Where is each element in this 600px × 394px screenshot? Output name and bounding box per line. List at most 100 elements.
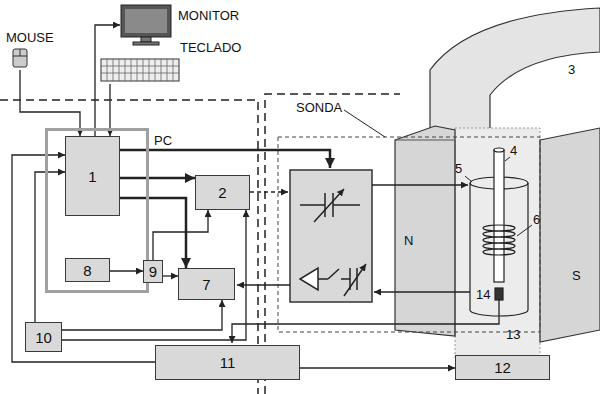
sample-coil [483,237,515,243]
keyboard-icon [131,59,132,81]
process-box: 1 [65,136,120,216]
circuit-wires [232,300,499,343]
node-label: MOUSE [6,30,54,45]
process-box: 8 [65,258,110,282]
leader-lines [344,110,532,236]
probe-circuit [314,189,344,222]
sample-coil [494,150,504,282]
probe-circuit [333,204,360,206]
keyboard-icon [155,59,156,81]
pc-group: PC18 [45,128,149,293]
box-number: 2 [218,184,226,201]
leader-lines [505,157,510,161]
pole-label: N [404,233,413,248]
circuit-wires [237,284,290,285]
circuit-wires [120,150,330,168]
probe-dashed-box [278,137,540,332]
keyboard-icon [101,59,179,81]
connector [35,172,65,322]
probe-circuit [300,204,325,206]
circuit-wires [120,150,499,343]
keyboard-icon [125,59,126,81]
circuit-wires [372,184,468,185]
node-label: PC [154,133,172,148]
mouse-icon [13,49,27,67]
magnet [395,8,600,358]
box-number: 7 [202,276,210,293]
boundary-dashed-lines [0,94,400,394]
magnet [540,128,600,342]
box-number: 12 [494,359,511,376]
box-number: 10 [35,329,52,346]
probe-circuit [300,268,318,290]
icon-holder [120,4,172,46]
monitor-icon [120,4,172,46]
probe-circuit [328,269,339,279]
pole-label: S [572,268,581,283]
mouse-icon [13,56,27,57]
sample-coil [470,148,528,316]
process-box: 9 [143,260,163,283]
box-number: 9 [149,263,157,280]
callout-number: 6 [533,212,540,227]
connector [62,300,222,330]
mouse-node: MOUSE [6,30,56,70]
process-box: 10 [25,322,62,352]
sample-coil [470,310,528,316]
mouse-icon [12,48,28,68]
magnet [395,126,455,336]
probe-circuit [344,264,366,296]
circuit-wires [374,291,470,292]
callout-number: 13 [506,327,520,342]
process-box: 2 [195,175,250,210]
icon-holder [100,58,180,82]
mouse-icon [20,49,21,56]
part-name: SONDA [296,100,342,115]
keyboard-icon [143,59,144,81]
connector [62,210,246,340]
keyboard-icon [119,59,120,81]
sample-coil [483,225,515,231]
monitor-icon [125,9,167,33]
connector [20,70,80,136]
sample-coil [495,288,503,300]
connector [153,210,208,260]
probe-circuit [318,278,328,280]
leader-lines [517,225,532,236]
keyboard-icon [100,58,180,82]
monitor-icon [121,5,171,37]
node-label: TECLADO [180,40,241,55]
process-box: 12 [455,355,550,380]
probe-circuit [341,278,350,280]
box-number: 11 [220,354,236,371]
connector [300,367,455,368]
keyboard-node: TECLADO [100,40,252,84]
sample-coil [527,183,528,310]
sample-coil [483,249,515,255]
leader-lines [344,110,385,137]
callout-number: 5 [455,161,462,176]
box-number: 8 [83,262,91,279]
process-box: 11 [155,345,300,380]
sample-coil [469,183,470,310]
callout-number: 3 [568,62,575,77]
box-number: 1 [88,168,96,185]
probe-circuit [324,193,326,217]
node-label: MONITOR [178,8,239,23]
connector [163,275,178,276]
callout-number: 4 [510,143,517,158]
probe-circuit [300,189,366,296]
keyboard-icon [137,59,138,81]
keyboard-icon [173,59,174,81]
monitor-icon [141,37,151,42]
probe-circuit [290,170,372,302]
callout-number: 14 [476,287,490,302]
leader-lines [465,176,472,182]
connector [120,177,195,180]
circuit-wires [250,191,288,192]
keyboard-icon [113,59,114,81]
connector [110,270,143,271]
keyboard-icon [107,59,108,81]
